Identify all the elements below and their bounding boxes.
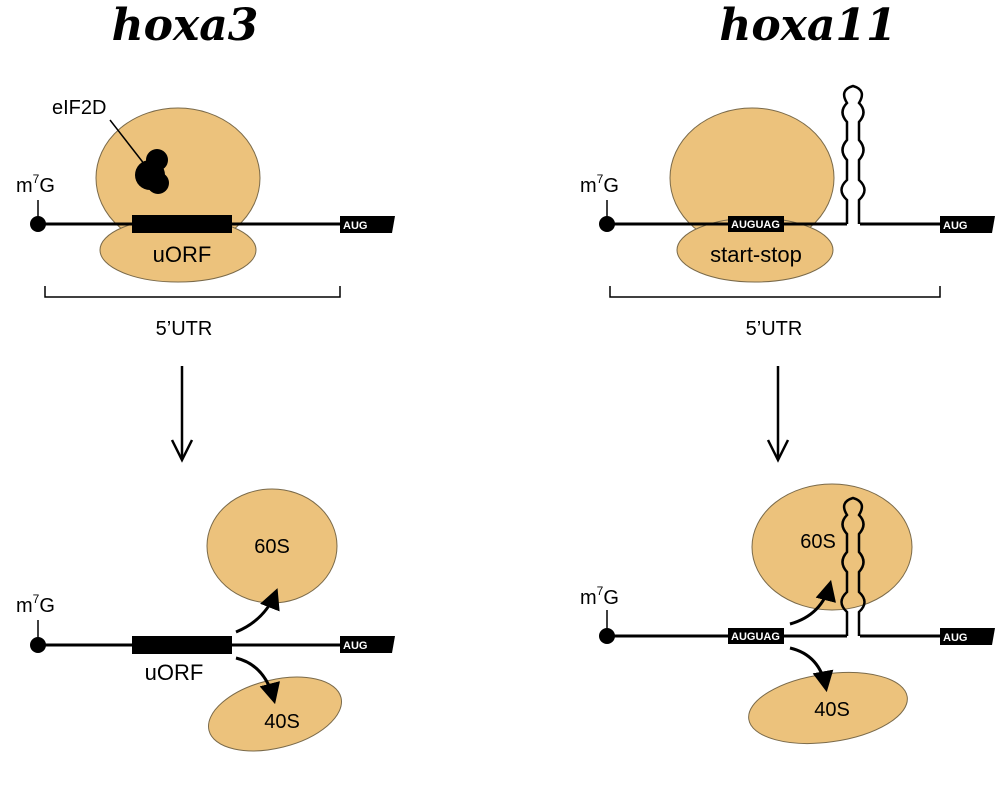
transition-arrowhead-right bbox=[766, 439, 790, 463]
m7g-cap-icon-after bbox=[30, 637, 46, 653]
startstop-codons-after: AUGUAG bbox=[731, 631, 780, 643]
utr-label: 5’UTR bbox=[156, 318, 213, 340]
ribosome-60s-free-r bbox=[751, 483, 913, 611]
release-arrow-60s-r bbox=[789, 579, 836, 626]
40s-label-r: 40S bbox=[814, 699, 850, 721]
aug-label-r: AUG bbox=[943, 220, 967, 232]
aug-main-orf-after bbox=[340, 636, 395, 653]
startstop-label: start-stop bbox=[710, 242, 802, 267]
utr-label-r: 5’UTR bbox=[746, 318, 803, 340]
60s-label: 60S bbox=[254, 536, 290, 558]
uorf-block bbox=[132, 215, 232, 233]
aug-main-orf-r bbox=[940, 216, 995, 233]
aug-label-r-after: AUG bbox=[943, 632, 967, 644]
release-arrow-40s bbox=[235, 656, 280, 705]
hoxa11-initial-state: m7G AUGUAG start-stop AUG 5’UTR bbox=[580, 84, 995, 340]
aug-main-orf bbox=[340, 216, 395, 233]
aug-main-orf-r-after bbox=[940, 628, 995, 645]
eif2d-factor bbox=[135, 149, 169, 194]
utr-bracket-r bbox=[609, 286, 941, 298]
transition-arrowhead-left bbox=[170, 439, 194, 463]
augu-ag-block bbox=[728, 216, 784, 232]
release-arrow-60s bbox=[235, 588, 280, 634]
stem-loop-structure-after bbox=[840, 496, 866, 636]
cap-label-after: m7G bbox=[16, 592, 55, 617]
eif2d-pointer-line bbox=[109, 119, 146, 166]
eif2d-label: eIF2D bbox=[52, 97, 106, 119]
hoxa3-dissociated-state: 60S 40S m7G uORF AUG bbox=[16, 488, 395, 752]
m7g-cap-icon bbox=[30, 216, 46, 232]
uorf-label: uORF bbox=[153, 242, 212, 267]
cap-label-r: m7G bbox=[580, 172, 619, 197]
augu-ag-block-after bbox=[728, 628, 784, 644]
gene-title-hoxa3: hoxa3 bbox=[112, 0, 259, 51]
40s-label: 40S bbox=[264, 711, 300, 733]
uorf-block-after bbox=[132, 636, 232, 654]
utr-bracket bbox=[44, 286, 341, 298]
stem-loop-structure bbox=[840, 84, 866, 224]
m7g-cap-icon-r-after bbox=[599, 628, 615, 644]
m7g-cap-icon-r bbox=[599, 216, 615, 232]
60s-label-r: 60S bbox=[800, 531, 836, 553]
aug-label: AUG bbox=[343, 220, 367, 232]
cap-label-r-after: m7G bbox=[580, 584, 619, 609]
hoxa11-dissociated-state: 60S 40S m7G AUGUAG AUG bbox=[580, 483, 995, 744]
hoxa3-initial-state: eIF2D m7G uORF AUG 5’UTR bbox=[16, 97, 395, 340]
gene-title-hoxa11: hoxa11 bbox=[719, 0, 896, 51]
cap-label: m7G bbox=[16, 172, 55, 197]
release-arrow-40s-r bbox=[789, 646, 834, 693]
startstop-codons: AUGUAG bbox=[731, 219, 780, 231]
aug-label-after: AUG bbox=[343, 640, 367, 652]
uorf-label-after: uORF bbox=[145, 660, 204, 685]
